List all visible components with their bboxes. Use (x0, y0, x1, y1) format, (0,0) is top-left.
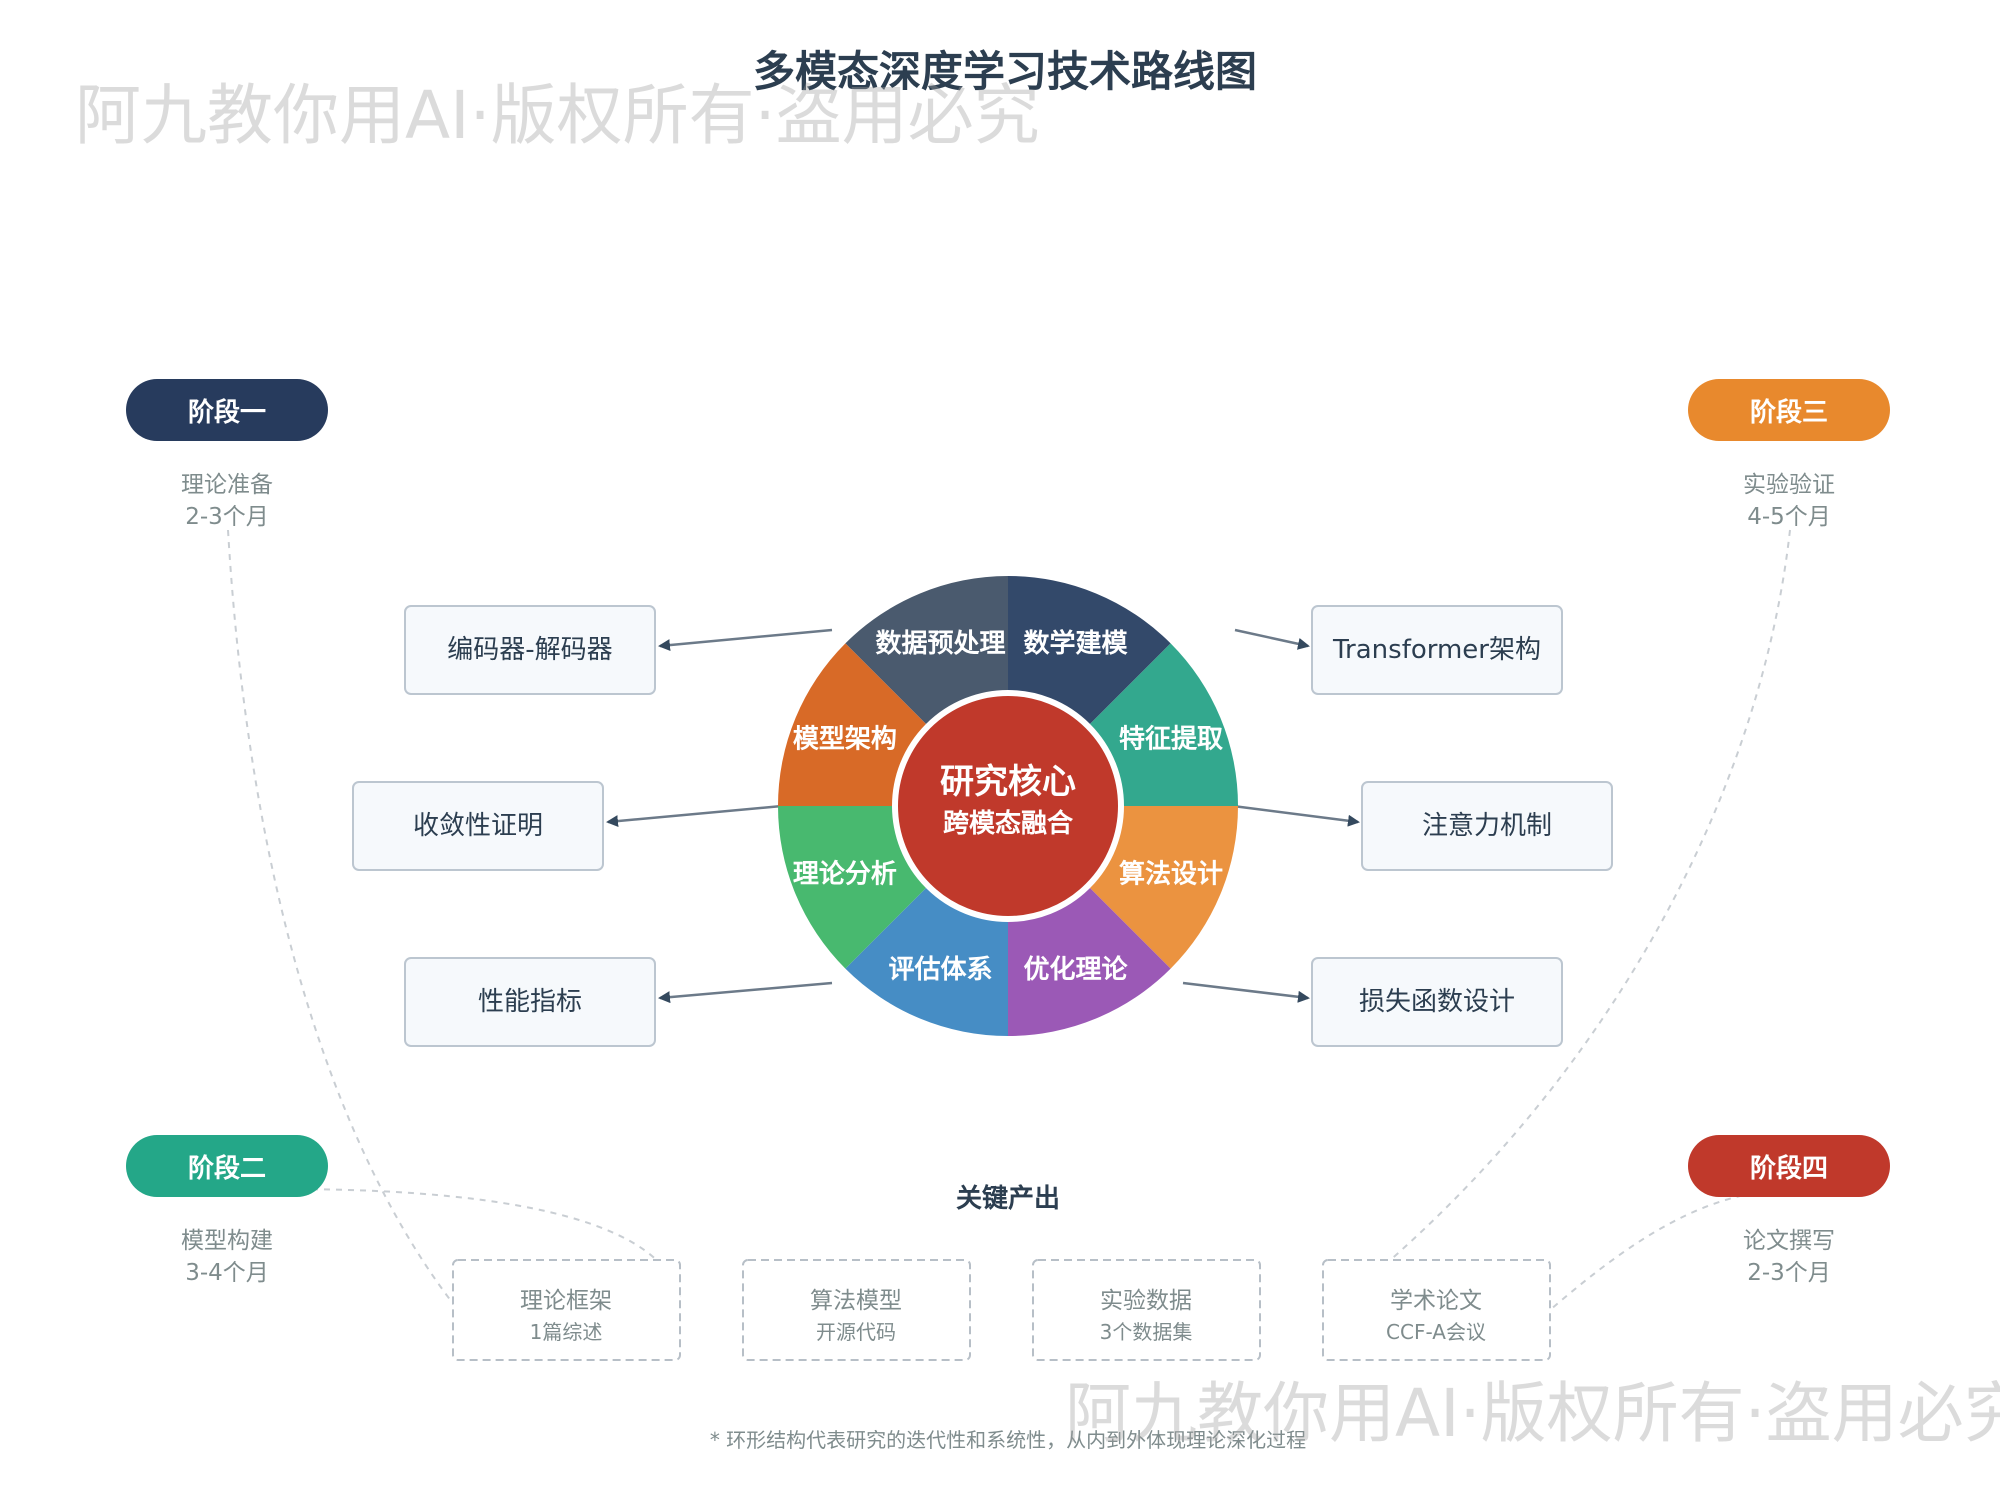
connector-stage3 (1329, 529, 1791, 1311)
ring-segment-data-preprocessing[interactable]: 数据预处理 (845, 576, 1008, 727)
stage-four-label: 阶段四 (1750, 1153, 1828, 1184)
ring-segment-label: 算法设计 (1119, 859, 1223, 890)
arrow-performance-metrics (658, 981, 833, 1004)
stage-three-desc: 实验验证 (1743, 472, 1835, 498)
ring-segment-shape (778, 643, 929, 806)
ring-segment-shape (1008, 576, 1171, 727)
stage-one[interactable]: 阶段一 理论准备 2-3个月 (126, 379, 328, 530)
outputs-heading: 关键产出 (956, 1183, 1060, 1214)
watermark-bottom: 阿九教你用AI·版权所有·盗用必究 (1065, 1375, 2000, 1452)
stage-two[interactable]: 阶段二 模型构建 3-4个月 (126, 1135, 328, 1286)
ring-segment-label: 优化理论 (1024, 955, 1129, 985)
watermark-top: 阿九教你用AI·版权所有·盗用必究 (75, 77, 1040, 154)
stage-four-pill (1688, 1135, 1890, 1197)
stage-one-desc: 理论准备 (181, 472, 273, 498)
core-circle (892, 690, 1124, 922)
ring-segment-model-architecture[interactable]: 模型架构 (778, 643, 929, 806)
ring-segment-algorithm-design[interactable]: 算法设计 (1087, 806, 1238, 969)
arrow-convergence-proof (606, 804, 783, 828)
output-academic-paper-sub: CCF-A会议 (1386, 1320, 1486, 1344)
stage-two-duration: 3-4个月 (185, 1260, 269, 1286)
stage-two-desc: 模型构建 (181, 1228, 273, 1254)
output-algorithm-model-title: 算法模型 (810, 1288, 902, 1314)
ring-segment-label: 模型架构 (793, 724, 897, 754)
output-academic-paper[interactable]: 学术论文 CCF-A会议 (1322, 1259, 1551, 1361)
stage-two-label: 阶段二 (188, 1153, 266, 1184)
diagram-title: 多模态深度学习技术路线图 (753, 47, 1257, 96)
box-loss-function[interactable]: 损失函数设计 (1311, 957, 1563, 1047)
output-experiment-data-sub: 3个数据集 (1100, 1320, 1193, 1344)
footnote: * 环形结构代表研究的迭代性和系统性，从内到外体现理论深化过程 (710, 1428, 1306, 1452)
connector-stage4 (1549, 1189, 1791, 1311)
stage-one-duration: 2-3个月 (185, 504, 269, 530)
output-algorithm-model[interactable]: 算法模型 开源代码 (742, 1259, 971, 1361)
stage-one-pill (126, 379, 328, 441)
output-theory-framework-sub: 1篇综述 (530, 1320, 603, 1344)
ring-segment-shape (845, 885, 1008, 1036)
box-convergence-proof-label: 收敛性证明 (413, 811, 543, 841)
ring-segment-label: 评估体系 (888, 955, 992, 985)
ring-segment-math-modeling[interactable]: 数学建模 (1008, 576, 1171, 727)
stage-three-duration: 4-5个月 (1747, 504, 1831, 530)
box-performance-metrics-label: 性能指标 (478, 987, 582, 1017)
output-algorithm-model-sub: 开源代码 (816, 1320, 896, 1344)
arrows (606, 628, 1360, 1004)
stage-four-duration: 2-3个月 (1747, 1260, 1831, 1286)
arrow-transformer (1234, 628, 1310, 650)
output-theory-framework[interactable]: 理论框架 1篇综述 (452, 1259, 681, 1361)
box-convergence-proof[interactable]: 收敛性证明 (352, 781, 604, 871)
output-academic-paper-title: 学术论文 (1390, 1288, 1482, 1314)
ring-segment-shape (1008, 885, 1171, 1036)
connector-stage1 (227, 529, 459, 1311)
ring-segment-theory-analysis[interactable]: 理论分析 (778, 806, 929, 969)
box-transformer[interactable]: Transformer架构 (1311, 605, 1563, 695)
box-encoder-decoder[interactable]: 编码器-解码器 (404, 605, 656, 695)
stage-three-pill (1688, 379, 1890, 441)
box-attention-mechanism-label: 注意力机制 (1422, 811, 1552, 841)
ring-segment-optimization-theory[interactable]: 优化理论 (1008, 885, 1171, 1036)
research-ring: 数据预处理数学建模特征提取算法设计优化理论 评估体系 理论分析 模型架构 (778, 576, 1238, 1036)
arrow-loss-function (1182, 981, 1310, 1003)
box-encoder-decoder-label: 编码器-解码器 (447, 635, 612, 665)
arrow-attention (1232, 804, 1360, 827)
stage-three-label: 阶段三 (1750, 397, 1828, 428)
ring-segment-evaluation-system[interactable]: 评估体系 (845, 885, 1008, 1036)
ring-segment-shape (845, 576, 1008, 727)
box-attention-mechanism[interactable]: 注意力机制 (1361, 781, 1613, 871)
ring-segment-label: 数学建模 (1024, 628, 1129, 659)
stage-one-label: 阶段一 (188, 397, 266, 428)
ring-segment-label: 数据预处理 (875, 629, 1005, 659)
box-loss-function-label: 损失函数设计 (1359, 987, 1515, 1017)
stage-four[interactable]: 阶段四 论文撰写 2-3个月 (1688, 1135, 1890, 1286)
box-transformer-label: Transformer架构 (1332, 635, 1541, 665)
stage-three[interactable]: 阶段三 实验验证 4-5个月 (1688, 379, 1890, 530)
output-experiment-data-title: 实验数据 (1100, 1288, 1192, 1314)
arrow-encoder-decoder (658, 628, 833, 652)
ring-segment-label: 理论分析 (793, 860, 897, 890)
output-theory-framework-title: 理论框架 (520, 1288, 612, 1314)
stage-four-desc: 论文撰写 (1743, 1228, 1835, 1254)
stage-two-pill (126, 1135, 328, 1197)
ring-segment-shape (778, 806, 929, 969)
output-experiment-data[interactable]: 实验数据 3个数据集 (1032, 1259, 1261, 1361)
ring-segment-shape (1087, 806, 1238, 969)
ring-segment-feature-extraction[interactable]: 特征提取 (1087, 643, 1238, 806)
ring-segment-shape (1087, 643, 1238, 806)
core-title: 研究核心 (940, 762, 1076, 802)
core-subtitle: 跨模态融合 (943, 808, 1074, 839)
ring-segment-label: 特征提取 (1119, 723, 1223, 754)
box-performance-metrics[interactable]: 性能指标 (404, 957, 656, 1047)
